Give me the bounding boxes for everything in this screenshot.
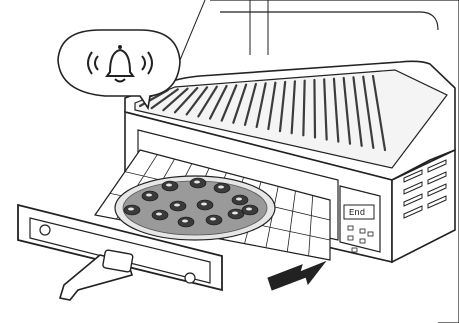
grill-ridge (342, 76, 352, 145)
control-display: End (343, 204, 375, 220)
grill-ridge (255, 82, 267, 129)
mushroom-highlight (174, 203, 180, 207)
grill-ridge (267, 81, 277, 131)
bell-icon (87, 45, 153, 83)
control-button (347, 235, 354, 241)
control-button (359, 228, 366, 234)
mushroom-highlight (156, 212, 162, 216)
background-panel (210, 0, 459, 323)
mushroom-highlight (201, 202, 207, 206)
vent-slot (403, 181, 423, 195)
grill-ridge (162, 87, 189, 112)
grill-ridge (197, 85, 218, 118)
control-button (347, 225, 354, 231)
mushroom-highlight (218, 185, 224, 189)
vent-slot (403, 193, 423, 207)
grill-ridge (185, 86, 209, 116)
mushroom-highlight (210, 217, 216, 221)
grill-ridge (243, 82, 257, 126)
control-buttons (347, 225, 374, 253)
grill-ridge (371, 74, 387, 152)
pizza-toppings (123, 177, 259, 228)
control-button (359, 238, 366, 244)
grill-ridge (278, 80, 287, 133)
grill-ridge (352, 76, 363, 147)
mushroom-highlight (146, 193, 152, 197)
grill-ridge (362, 75, 375, 150)
rack-wire (286, 190, 296, 252)
grill-ridge (232, 83, 248, 124)
grill-ridge (220, 84, 238, 122)
grill-ridge (290, 80, 297, 135)
mushroom-highlight (232, 211, 238, 215)
vent-slot (427, 159, 447, 173)
rack-wire (94, 149, 141, 216)
vent-slot (427, 195, 447, 209)
mushroom-highlight (246, 207, 252, 211)
side-vents (403, 159, 447, 219)
grill-plate (138, 74, 387, 152)
rack-rail (139, 149, 331, 201)
control-button (351, 247, 358, 253)
vent-slot (403, 205, 423, 219)
mushroom-highlight (182, 219, 188, 223)
grill-ridge (323, 78, 328, 141)
grill-ridge (150, 88, 179, 110)
vent-slot (403, 169, 423, 183)
rack-wire (308, 195, 314, 256)
grill-ridge (302, 79, 306, 137)
grill-ridge (173, 86, 199, 114)
wall-line-3 (179, 0, 206, 61)
vent-slot (427, 183, 447, 197)
grill-ridge (208, 84, 228, 120)
grill-ridge (313, 78, 317, 139)
mushroom-highlight (128, 207, 134, 211)
mushroom-highlight (166, 183, 172, 187)
control-button (367, 231, 374, 237)
pizza (114, 175, 276, 241)
arrow-down-left-icon (267, 260, 327, 291)
mushroom-highlight (236, 197, 242, 201)
display-readout: End (349, 208, 365, 218)
grill-ridge (332, 77, 340, 143)
drawer-front-panel (17, 203, 223, 301)
mushroom-highlight (194, 180, 200, 184)
vent-slot (427, 171, 447, 185)
alert-bubble (57, 29, 181, 111)
